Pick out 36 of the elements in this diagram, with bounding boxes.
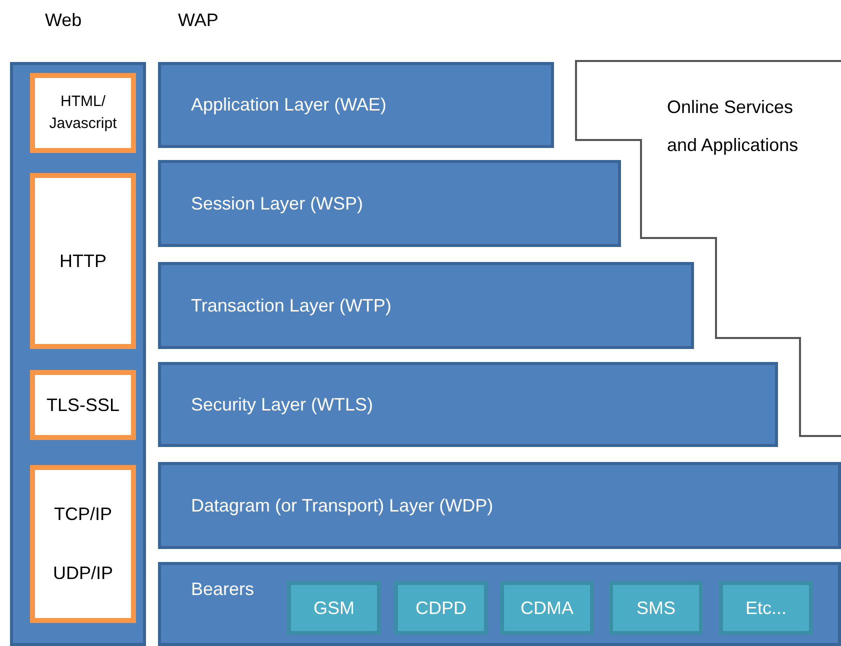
layer-name: Transaction Layer (WTP) xyxy=(191,295,392,316)
services-label: Online Services and Applications xyxy=(667,96,800,157)
protocol-name: TLS-SSL xyxy=(46,394,120,416)
bearer-box xyxy=(609,581,703,635)
bearer-name: CDPD xyxy=(415,598,466,618)
bearers-bar xyxy=(158,562,841,646)
layer-bar xyxy=(158,62,554,148)
protocol-box xyxy=(30,370,136,440)
protocol-box xyxy=(30,173,136,349)
column-heading: WAP xyxy=(178,10,218,31)
layer-bar xyxy=(158,160,621,247)
bearer-name: Etc... xyxy=(745,598,786,618)
layer-name: Datagram (or Transport) Layer (WDP) xyxy=(191,495,494,516)
layer-name: Application Layer (WAE) xyxy=(191,94,386,116)
protocol-name: HTML/ Javascript xyxy=(48,92,118,134)
protocol-name: HTTP xyxy=(60,250,106,272)
bearer-name: GSM xyxy=(313,598,354,618)
layer-bar xyxy=(158,262,694,349)
protocol-column xyxy=(10,62,146,646)
bearer-box xyxy=(287,581,381,635)
services-outline xyxy=(575,60,841,438)
bearer-box xyxy=(500,581,594,635)
layer-name: Security Layer (WTLS) xyxy=(191,394,374,415)
bearer-box xyxy=(719,581,813,635)
bearer-name: CDMA xyxy=(520,598,574,618)
protocol-name: TCP/IP xyxy=(54,503,112,526)
bearer-name: SMS xyxy=(636,598,676,618)
layer-bar xyxy=(158,362,778,447)
bearers-heading: Bearers xyxy=(191,579,254,600)
layer-bar xyxy=(158,462,841,549)
column-heading: Web xyxy=(45,10,82,31)
bearer-box xyxy=(394,581,488,635)
protocol-name: UDP/IP xyxy=(52,562,113,585)
layer-name: Session Layer (WSP) xyxy=(191,193,364,214)
protocol-box xyxy=(30,465,136,623)
protocol-box xyxy=(30,73,136,153)
